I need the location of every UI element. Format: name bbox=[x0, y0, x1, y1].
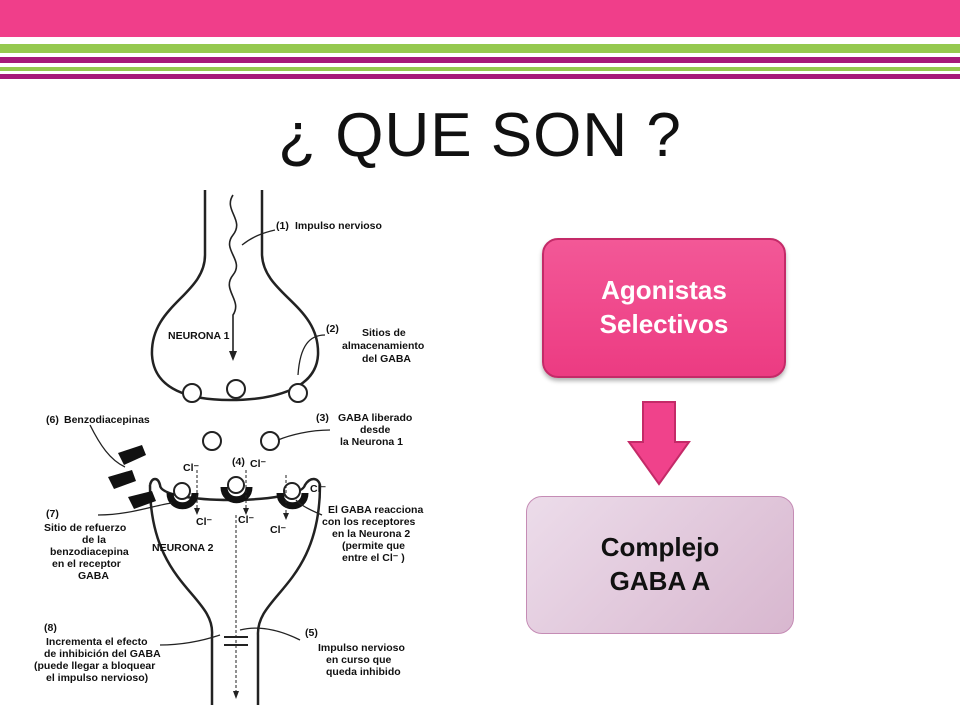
gaba-complex-box: Complejo GABA A bbox=[526, 496, 794, 634]
complex-line-1: Complejo bbox=[600, 532, 720, 563]
step7-text-1: Sitio de refuerzo bbox=[44, 522, 126, 534]
header-green-stripe-thin bbox=[0, 67, 960, 71]
step2-text-1: Sitios de bbox=[362, 327, 406, 339]
header-green-stripe bbox=[0, 44, 960, 53]
chloride-3: Cl⁻ bbox=[310, 483, 327, 495]
complex-line-2: GABA A bbox=[609, 566, 711, 596]
step3-number: (3) bbox=[316, 412, 329, 424]
neuron2-membrane bbox=[148, 477, 322, 705]
step8-text-2: de inhibición del GABA bbox=[44, 648, 161, 660]
down-arrow-icon bbox=[627, 401, 691, 486]
step7-text-3: benzodiacepina bbox=[50, 546, 129, 558]
reaction-text-5: entre el Cl⁻ ) bbox=[342, 552, 405, 564]
reaction-text-4: (permite que bbox=[342, 540, 405, 552]
step4-number: (4) bbox=[232, 456, 245, 468]
chloride-5: Cl⁻ bbox=[238, 514, 255, 526]
step3-text-2: desde bbox=[360, 424, 391, 436]
step7-text-4: en el receptor bbox=[52, 558, 121, 570]
step6-text: Benzodiacepinas bbox=[64, 414, 150, 426]
reaction-text-1: El GABA reacciona bbox=[328, 504, 423, 516]
neuron1-membrane bbox=[150, 190, 320, 402]
reaction-text-2: con los receptores bbox=[322, 516, 416, 528]
step1-text: Impulso nervioso bbox=[295, 220, 382, 232]
label-neurona2: NEURONA 2 bbox=[152, 542, 214, 554]
step5-text-2: en curso que bbox=[326, 654, 392, 666]
chloride-2: Cl⁻ bbox=[250, 458, 267, 470]
step5-text-1: Impulso nervioso bbox=[318, 642, 405, 654]
agonist-line-1: Agonistas bbox=[601, 275, 727, 306]
reaction-text-3: en la Neurona 2 bbox=[332, 528, 410, 540]
gaba-synapse-diagram: NEURONA 1 NEURONA 2 (1) Impulso nervioso… bbox=[34, 190, 424, 705]
header-purple-stripe bbox=[0, 57, 960, 63]
step8-text-1: Incrementa el efecto bbox=[46, 636, 148, 648]
chloride-1: Cl⁻ bbox=[183, 462, 200, 474]
step3-text-3: la Neurona 1 bbox=[340, 436, 403, 448]
chloride-4: Cl⁻ bbox=[196, 516, 213, 528]
step6-number: (6) bbox=[46, 414, 59, 426]
step2-number: (2) bbox=[326, 323, 339, 335]
step1-number: (1) bbox=[276, 220, 289, 232]
step8-number: (8) bbox=[44, 622, 57, 634]
nerve-impulse-wave bbox=[228, 194, 238, 355]
step2-text-2: almacenamiento bbox=[342, 340, 424, 352]
label-neurona1: NEURONA 1 bbox=[168, 330, 230, 342]
agonist-box: Agonistas Selectivos bbox=[542, 238, 786, 378]
step8-text-3: (puede llegar a bloquear bbox=[34, 660, 155, 672]
step8-text-4: el impulso nervioso) bbox=[46, 672, 148, 684]
step3-text-1: GABA liberado bbox=[338, 412, 412, 424]
header-pink-band bbox=[0, 0, 960, 37]
step7-text-5: GABA bbox=[78, 570, 109, 582]
step7-text-2: de la bbox=[82, 534, 106, 546]
agonist-line-2: Selectivos bbox=[599, 309, 729, 339]
step7-number: (7) bbox=[46, 508, 59, 520]
step5-number: (5) bbox=[305, 627, 318, 639]
step5-text-3: queda inhibido bbox=[326, 666, 401, 678]
step2-text-3: del GABA bbox=[362, 353, 411, 365]
chloride-6: Cl⁻ bbox=[270, 524, 287, 536]
slide-title: ¿ QUE SON ? bbox=[278, 101, 682, 170]
header-purple-stripe-thin bbox=[0, 74, 960, 79]
